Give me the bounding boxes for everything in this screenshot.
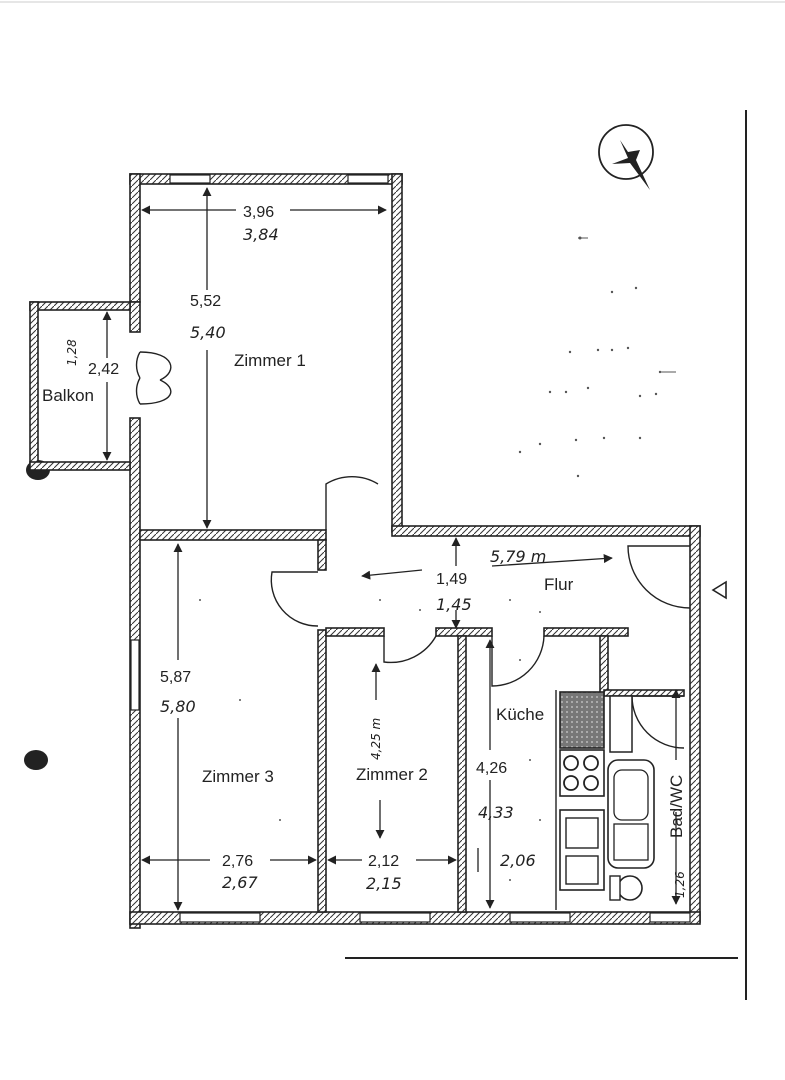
dim-balkon-depth: 2,42 xyxy=(88,361,119,378)
bath-fixtures xyxy=(607,695,655,901)
dim-zimmer1-depth: 5,52 xyxy=(190,293,221,310)
dim-zimmer3-width: 2,76 xyxy=(222,853,253,870)
dim-kueche-depth: 4,26 xyxy=(476,760,507,777)
scan-speckle xyxy=(199,236,676,881)
balkon-area xyxy=(29,301,172,471)
dim-zimmer2-width-hand: 2,15 xyxy=(366,874,402,893)
dim-zimmer2-width: 2,12 xyxy=(368,853,399,870)
dim-flur-width: 1,49 xyxy=(436,571,467,588)
room-label-zimmer3: Zimmer 3 xyxy=(202,767,274,786)
room-label-flur: Flur xyxy=(544,575,574,594)
punch-hole-icon xyxy=(24,750,48,770)
doors xyxy=(270,476,691,749)
dim-zimmer1-width: 3,96 xyxy=(243,204,274,221)
room-label-kueche: Küche xyxy=(496,705,544,724)
room-label-bad: Bad/WC xyxy=(667,775,686,838)
kitchen-fixtures xyxy=(555,690,605,910)
room-label-zimmer1: Zimmer 1 xyxy=(234,351,306,370)
dim-zimmer3-depth-hand: 5,80 xyxy=(160,697,196,716)
section-marker-icon xyxy=(711,580,727,600)
dim-zimmer1-width-hand: 3,84 xyxy=(243,225,279,244)
dim-kueche-depth-hand: 4,33 xyxy=(478,803,514,822)
dim-flur-width-hand: 1,45 xyxy=(436,595,472,614)
dim-zimmer2-depth-hand: 4,25 m xyxy=(369,718,383,760)
walls xyxy=(129,173,701,929)
dim-kueche-width-hand: 2,06 xyxy=(500,851,536,870)
dim-balkon-width-hand: 1,28 xyxy=(65,339,79,366)
dim-bad-width-hand: 1,26 xyxy=(673,871,687,898)
dim-zimmer3-depth: 5,87 xyxy=(160,669,191,686)
room-label-balkon: Balkon xyxy=(42,386,94,405)
dim-zimmer3-width-hand: 2,67 xyxy=(222,873,258,892)
dim-flur-length-hand: 5,79 m xyxy=(490,547,546,566)
compass-icon xyxy=(598,124,654,190)
dim-zimmer1-depth-hand: 5,40 xyxy=(190,323,226,342)
dimension-lines xyxy=(102,187,681,911)
room-label-zimmer2: Zimmer 2 xyxy=(356,765,428,784)
